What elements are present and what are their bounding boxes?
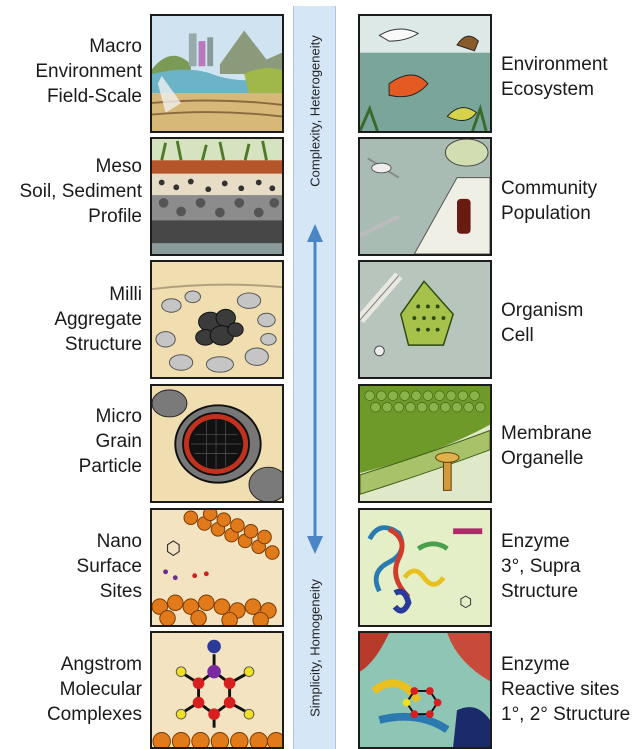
left-label-line: Particle [78,456,142,477]
right-label-line: Community [501,178,598,199]
tile-angstrom-molecule [150,631,284,749]
tile-membrane-organelle [358,384,492,503]
right-label-line: Organism [501,300,584,321]
left-label-meso: Meso Soil, Sediment Profile [19,154,142,229]
left-label-line: Sites [99,581,142,602]
left-label-line: Angstrom [60,654,142,675]
left-label-line: Soil, Sediment [19,181,142,202]
left-label-line: Molecular [59,679,142,700]
right-label-line: Organelle [501,448,584,469]
left-label-line: Environment [35,61,142,82]
tile-macro-landscape [150,14,284,133]
tile-meso-soil-profile [150,137,284,256]
right-label-enzyme-reactive: Enzyme Reactive sites 1°, 2° Structure [501,652,630,727]
left-label-micro: Micro Grain Particle [79,404,142,479]
left-label-milli: Milli Aggregate Structure [54,282,142,357]
tile-ecosystem [358,14,492,133]
left-label-line: Complexes [46,704,142,725]
left-label-line: Meso [95,156,142,177]
tile-organism-cell [358,260,492,379]
left-label-line: Nano [96,531,142,552]
right-label-line: Ecosystem [501,79,594,100]
right-label-enzyme-supra: Enzyme 3°, Supra Structure [501,529,580,604]
left-label-line: Structure [64,334,142,355]
axis-label-complexity: Complexity, Heterogeneity [307,35,322,187]
scale-axis: Complexity, Heterogeneity Simplicity, Ho… [293,6,336,749]
left-label-line: Surface [76,556,142,577]
right-label-line: Enzyme [501,531,570,552]
right-label-line: Structure [501,581,579,602]
left-label-line: Grain [95,431,142,452]
left-label-line: Aggregate [54,309,142,330]
left-label-line: Profile [88,206,142,227]
right-label-community: Community Population [501,176,597,226]
right-label-environment: Environment Ecosystem [501,52,608,102]
right-label-line: Population [501,203,591,224]
double-arrow-icon [307,224,323,554]
right-label-line: Membrane [501,423,592,444]
tile-enzyme-reactive [358,631,492,749]
axis-label-simplicity: Simplicity, Homogeneity [307,579,322,717]
right-label-line: Environment [501,54,608,75]
left-label-line: Micro [95,406,142,427]
tile-enzyme-supra [358,508,492,627]
tile-community [358,137,492,256]
right-label-line: Cell [501,325,534,346]
tile-micro-grain [150,384,284,503]
left-label-angstrom: Angstrom Molecular Complexes [47,652,142,727]
right-label-line: 3°, Supra [501,556,581,577]
left-label-line: Field-Scale [46,86,142,107]
left-label-nano: Nano Surface Sites [77,529,142,604]
left-label-macro: Macro Environment Field-Scale [35,34,142,109]
right-label-line: Enzyme [501,654,570,675]
tile-nano-surface [150,508,284,627]
left-label-line: Milli [109,284,142,305]
right-label-line: 1°, 2° Structure [501,704,631,725]
left-label-line: Macro [89,36,142,57]
right-label-line: Reactive sites [501,679,620,700]
tile-milli-aggregate [150,260,284,379]
right-label-organism: Organism Cell [501,298,583,348]
right-label-membrane: Membrane Organelle [501,421,592,471]
